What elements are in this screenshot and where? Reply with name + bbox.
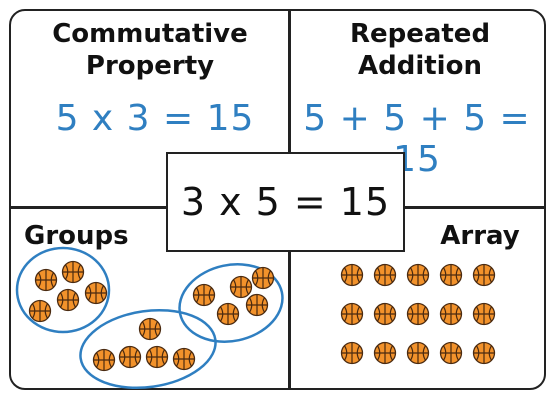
basketball-icon	[472, 302, 496, 326]
basketball-icon	[84, 281, 108, 305]
repeated-addition-title-line2: Addition	[358, 51, 482, 81]
center-equation-box: 3 x 5 = 15	[166, 152, 405, 252]
basketball-icon	[245, 293, 269, 317]
basketball-icon	[439, 263, 463, 287]
basketball-icon	[216, 302, 240, 326]
basketball-icon	[472, 263, 496, 287]
basketball-icon	[472, 341, 496, 365]
basketball-icon	[439, 341, 463, 365]
basketball-icon	[34, 268, 58, 292]
array-illustration	[340, 263, 496, 365]
basketball-icon	[138, 317, 162, 341]
basketball-icon	[340, 302, 364, 326]
basketball-icon	[439, 302, 463, 326]
repeated-addition-title-line1: Repeated	[349, 19, 491, 49]
basketball-icon	[118, 345, 142, 369]
basketball-icon	[406, 263, 430, 287]
basketball-icon	[61, 260, 85, 284]
commutative-title-line1: Commutative	[52, 19, 248, 49]
basketball-icon	[56, 288, 80, 312]
basketball-icon	[373, 341, 397, 365]
group-outline-1	[15, 246, 111, 334]
basketball-icon	[28, 299, 52, 323]
basketball-icon	[251, 266, 275, 290]
basketball-icon	[340, 263, 364, 287]
basketball-icon	[406, 341, 430, 365]
basketball-icon	[406, 302, 430, 326]
commutative-title-line2: Property	[85, 51, 215, 81]
commutative-equation: 5 x 3 = 15	[55, 98, 255, 139]
group-outline-2	[79, 308, 217, 390]
array-title: Array	[440, 221, 520, 251]
groups-title: Groups	[24, 221, 129, 251]
basketball-icon	[340, 341, 364, 365]
basketball-icon	[373, 263, 397, 287]
basketball-icon	[229, 275, 253, 299]
basketball-icon	[92, 348, 116, 372]
group-outline-3	[178, 263, 284, 343]
basketball-icon	[373, 302, 397, 326]
repeated-addition-equation: 5 + 5 + 5 = 15	[303, 98, 531, 180]
basketball-icon	[192, 283, 216, 307]
basketball-icon	[172, 347, 196, 371]
basketball-icon	[145, 345, 169, 369]
center-equation: 3 x 5 = 15	[180, 180, 391, 224]
